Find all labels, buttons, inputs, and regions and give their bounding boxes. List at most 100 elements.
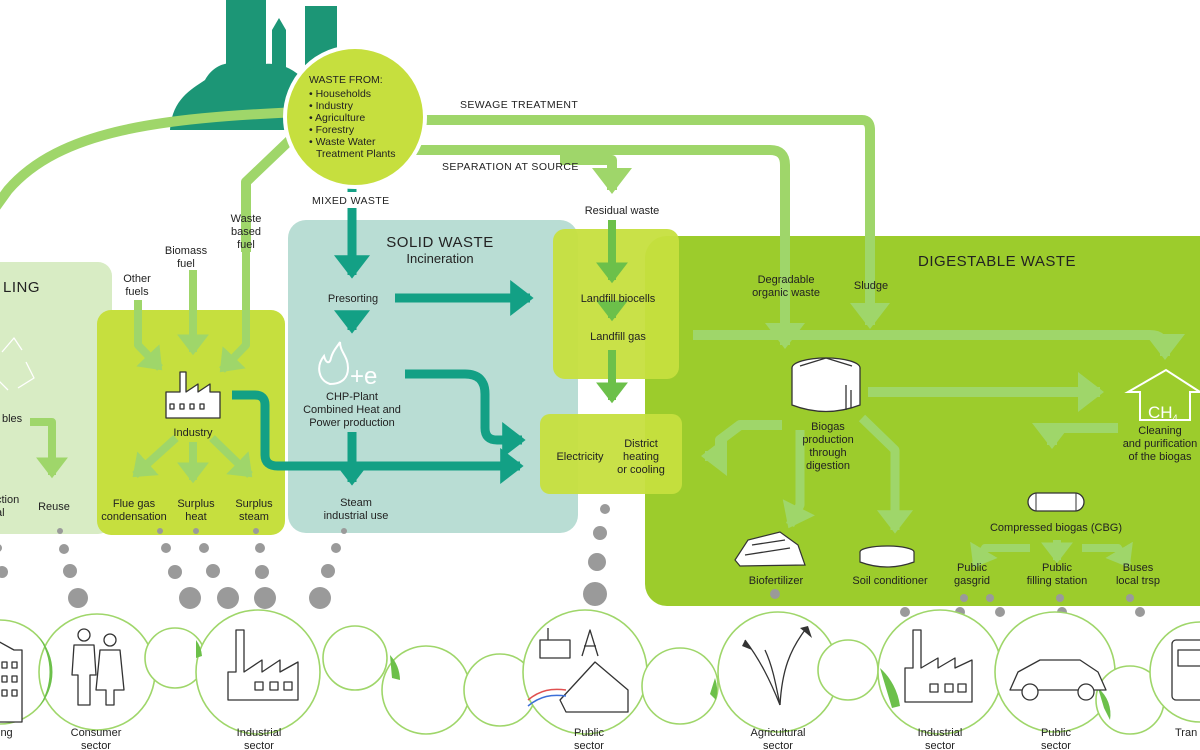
source-item-wastewater: • Waste Water [309,136,376,148]
sector-label-2-line1: Industrial [237,727,282,739]
recycle-icon [0,337,35,391]
source-item-industry: • Industry [309,100,354,112]
landfill-biocells-label: Landfill biocells [581,293,656,305]
sludge-label: Sludge [854,280,888,292]
source-title: WASTE FROM: [309,74,383,86]
sector-label-4-line2: sector [763,740,793,750]
buses-line2: local trsp [1116,575,1160,587]
gas-cylinder-icon [1027,492,1085,512]
recycling-item-label: bles [2,413,23,425]
biogas-line1: Biogas [811,421,845,433]
sector-label-0-line1: ing [0,727,13,739]
biomass-fuel-line1: Biomass [165,245,208,257]
energy-box [540,414,682,494]
filling-line1: Public [1042,562,1072,574]
bus-icon [1171,639,1200,701]
separation-at-source-label: SEPARATION AT SOURCE [442,161,579,173]
sector-label-1-line2: sector [81,740,111,750]
factory-icon-sector [227,629,299,701]
sector-label-3-line2: sector [574,740,604,750]
gasgrid-line2: gasgrid [954,575,990,587]
sector-label-4-line1: Agricultural [750,727,805,739]
waste-source-circle [283,45,427,189]
sector-label-3-line1: Public [574,727,604,739]
chp-line1: CHP-Plant [326,391,378,403]
steam-line1: Steam [340,497,372,509]
sector-rings [0,609,1200,735]
sector-label-2-line2: sector [244,740,274,750]
waste-fuel-line2: based [231,226,261,238]
reuse-label: Reuse [38,501,70,513]
cbg-label: Compressed biogas (CBG) [990,522,1122,534]
biogas-line3: through [809,447,846,459]
wheat-icon [742,626,812,706]
cleaning-line2: and purification [1123,438,1198,450]
mixed-waste-label: MIXED WASTE [312,195,390,207]
degradable-line1: Degradable [758,274,815,286]
degradable-line2: organic waste [752,287,820,299]
sector-ring-accents [38,636,1111,720]
biogas-line2: production [802,434,853,446]
filling-line2: filling station [1027,575,1088,587]
digester-tank-icon [791,357,861,413]
chp-line2: Combined Heat and [303,404,401,416]
sector-label-6-line2: sector [1041,740,1071,750]
sector-label-5-line2: sector [925,740,955,750]
soil-conditioner-label: Soil conditioner [852,575,928,587]
recycling-title: LING [3,279,40,296]
chp-line3: Power production [309,417,395,429]
ch4-label: CH4 [1148,403,1178,423]
presorting-label: Presorting [328,293,378,305]
cleaning-house-icon [1124,368,1200,421]
cleaning-line1: Cleaning [1138,425,1181,437]
surplus-heat-line1: Surplus [177,498,215,510]
digestable-waste-title: DIGESTABLE WASTE [918,253,1076,270]
flow-dots [0,504,1145,617]
district-line3: or cooling [617,464,665,476]
source-item-households: • Households [309,88,371,100]
district-line1: District [624,438,658,450]
recycling-box [0,262,112,534]
district-line2: heating [623,451,659,463]
biogas-line4: digestion [806,460,850,472]
car-icon [1009,659,1107,701]
landfill-gas-label: Landfill gas [590,331,646,343]
flue-gas-line1: Flue gas [113,498,156,510]
factory-icon-sector-2 [904,629,973,703]
residual-waste-label: Residual waste [585,205,660,217]
building-icon [0,641,23,723]
biofertilizer-label: Biofertilizer [749,575,804,587]
surplus-heat-line2: heat [185,511,206,523]
sector-label-1-line1: Consumer [71,727,122,739]
industry-label: Industry [173,427,213,439]
chp-symbol: +e [350,363,377,390]
gasgrid-line1: Public [957,562,987,574]
solid-waste-title: SOLID WASTE [386,234,493,251]
fertilizer-bags-icon [734,531,806,567]
other-fuels-line1: Other [123,273,151,285]
biomass-fuel-line2: fuel [177,258,195,270]
sewage-treatment-label: SEWAGE TREATMENT [460,99,578,111]
waste-fuel-line3: fuel [237,239,255,251]
factory-icon [165,371,221,419]
source-item-forestry: • Forestry [309,124,355,136]
buses-line1: Buses [1123,562,1154,574]
other-fuels-line2: fuels [125,286,149,298]
sector-label-6-line1: Public [1041,727,1071,739]
flame-icon [318,341,350,386]
people-icon [71,628,125,706]
cleaning-line3: of the biogas [1129,451,1192,463]
solid-waste-subtitle: Incineration [406,251,473,266]
sector-label-7-line1: Tran [1175,727,1197,739]
sector-label-5-line1: Industrial [918,727,963,739]
surplus-steam-line2: steam [239,511,269,523]
flue-gas-line2: condensation [101,511,166,523]
recycling-bottom-line1: ction [0,494,19,506]
soil-tray-icon [859,545,915,568]
waste-fuel-line1: Waste [231,213,262,225]
electricity-label: Electricity [556,451,604,463]
surplus-steam-line1: Surplus [235,498,273,510]
public-house-icon [527,628,629,713]
recycling-bottom-line2: al [0,507,5,519]
